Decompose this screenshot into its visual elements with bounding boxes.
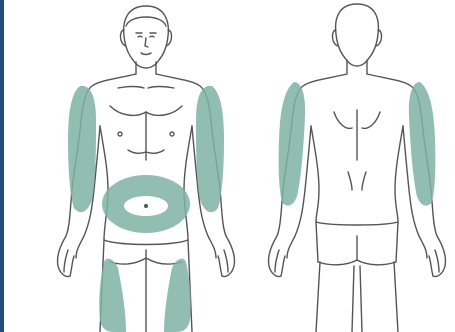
back-left-upper-arm-zone	[279, 82, 306, 206]
front-left-upper-arm-zone	[68, 86, 96, 212]
front-left-thigh-zone	[99, 259, 126, 332]
back-right-upper-arm-zone	[409, 82, 436, 206]
front-right-thigh-zone	[164, 259, 191, 332]
navel	[144, 204, 148, 208]
front-right-upper-arm-zone	[196, 86, 224, 212]
